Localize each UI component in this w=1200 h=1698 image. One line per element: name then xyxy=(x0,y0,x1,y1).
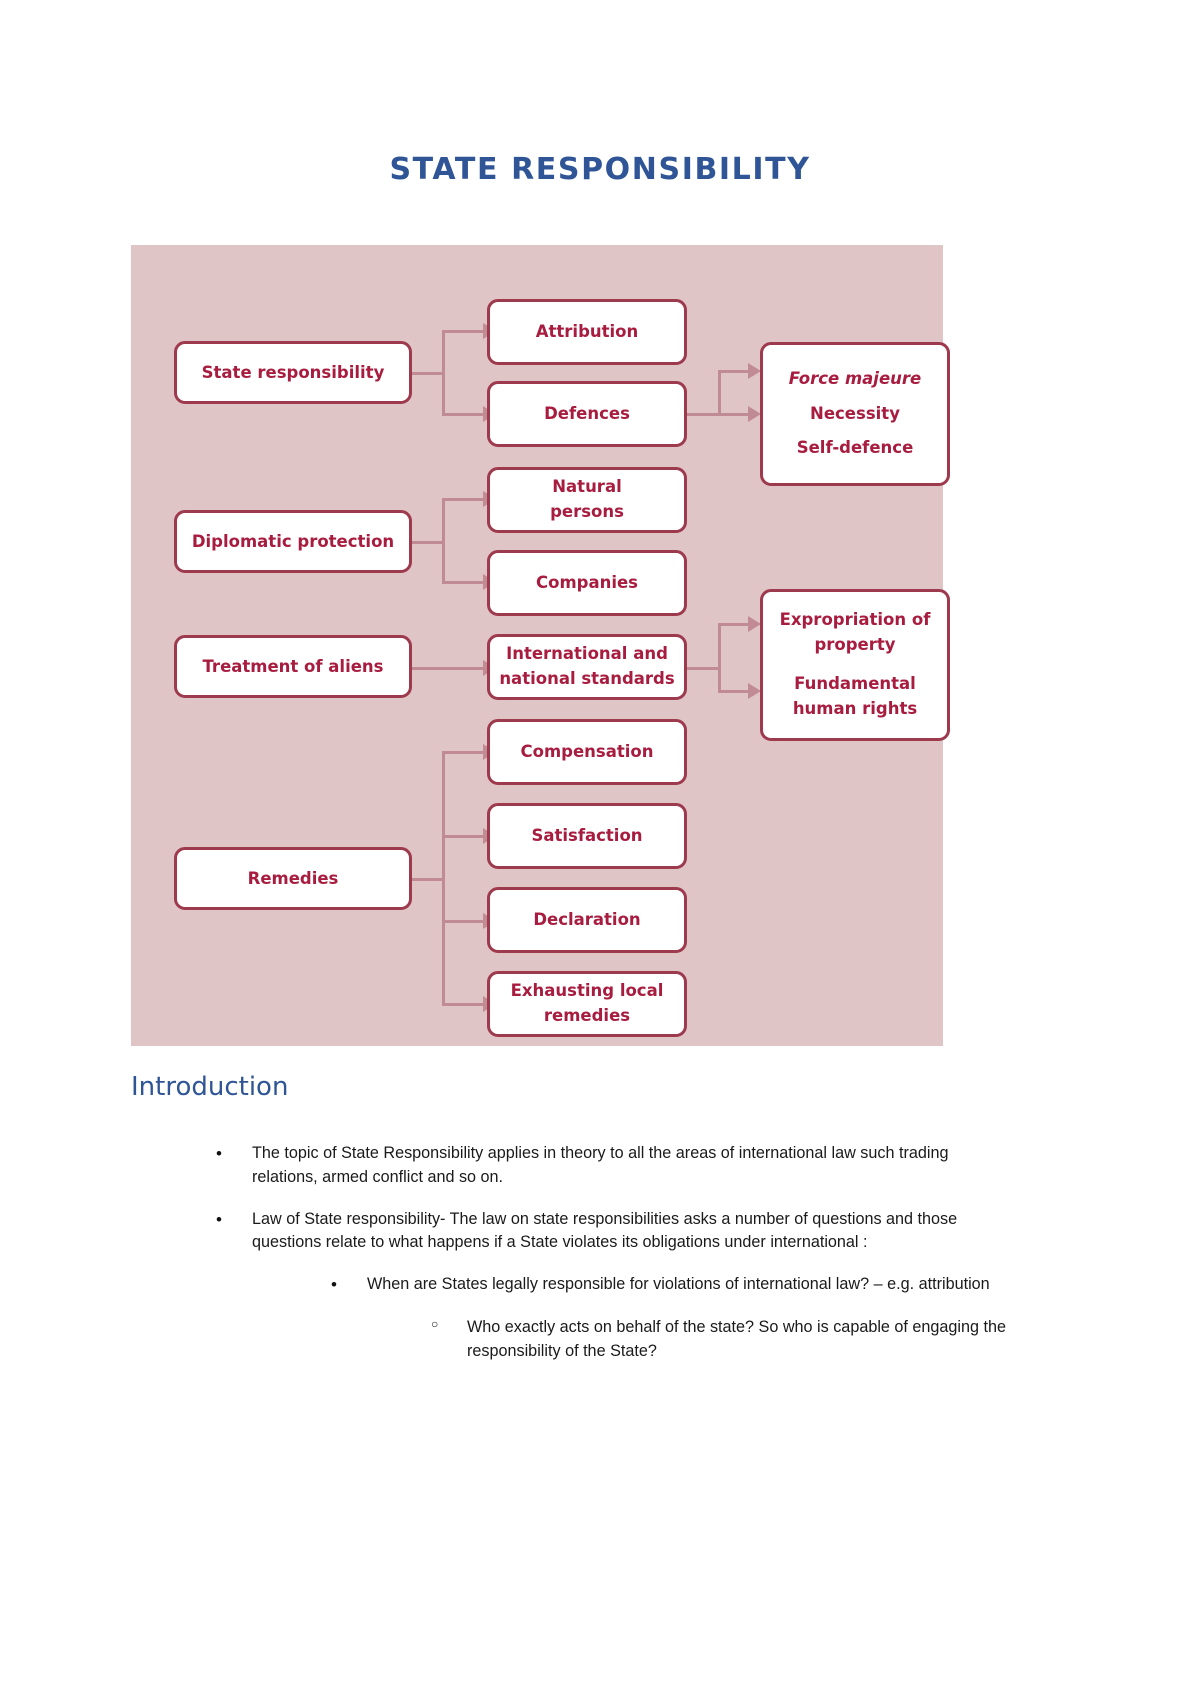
node-label-line-2: national standards xyxy=(499,669,675,688)
list-item-text: When are States legally responsible for … xyxy=(367,1275,990,1294)
arrowhead-forcemajeure-top xyxy=(748,363,761,379)
connector-remedies-vertical xyxy=(442,751,445,1005)
node-label: Treatment of aliens xyxy=(202,656,384,676)
node-treatment-of-aliens[interactable]: Treatment of aliens xyxy=(174,635,412,698)
state-responsibility-diagram: State responsibility Diplomatic protecti… xyxy=(131,245,950,1046)
section-heading-introduction: Introduction xyxy=(131,1072,289,1102)
connector-remedies-declaration xyxy=(442,920,486,923)
list-item-text: The topic of State Responsibility applie… xyxy=(252,1144,949,1186)
list-item: • Law of State responsibility- The law o… xyxy=(131,1208,1091,1256)
node-label: Natural persons xyxy=(550,476,624,524)
arrowhead-forcemajeure-bottom xyxy=(748,406,761,422)
node-standards-detail[interactable]: Expropriation of property Fundamental hu… xyxy=(760,589,950,741)
node-label: Companies xyxy=(536,573,638,593)
node-label-self-defence: Self-defence xyxy=(796,438,914,458)
connector-standards-bottom xyxy=(718,690,751,693)
node-label: Attribution xyxy=(535,322,639,342)
connector-sr-vertical xyxy=(442,330,445,415)
node-label: Defences xyxy=(544,404,630,424)
node-natural-persons[interactable]: Natural persons xyxy=(487,467,687,533)
node-label-fundamental-1: Fundamental xyxy=(794,674,916,693)
node-remedies[interactable]: Remedies xyxy=(174,847,412,910)
list-item: • When are States legally responsible fo… xyxy=(131,1273,1091,1298)
node-label-force-majeure: Force majeure xyxy=(788,368,922,388)
bullet-icon: • xyxy=(216,1144,222,1163)
connector-defences-top xyxy=(718,370,751,373)
node-satisfaction[interactable]: Satisfaction xyxy=(487,803,687,869)
connector-dp-natural xyxy=(442,498,486,501)
node-exhausting-local-remedies[interactable]: Exhausting local remedies xyxy=(487,971,687,1037)
node-attribution[interactable]: Attribution xyxy=(487,299,687,365)
node-defences-detail[interactable]: Force majeure Necessity Self-defence xyxy=(760,342,950,486)
node-label-expropriation-1: Expropriation of xyxy=(779,610,931,630)
node-label-line-1: International and xyxy=(506,644,668,664)
node-label: Compensation xyxy=(520,742,654,762)
node-international-national-standards[interactable]: International and national standards xyxy=(487,634,687,700)
node-label-line-1: Exhausting local xyxy=(510,981,664,1001)
node-label: Satisfaction xyxy=(531,826,643,846)
connector-remedies-stub xyxy=(412,878,445,881)
page-title: STATE RESPONSIBILITY xyxy=(389,152,811,187)
bullet-icon: • xyxy=(216,1209,222,1229)
node-compensation[interactable]: Compensation xyxy=(487,719,687,785)
list-item-text: Who exactly acts on behalf of the state?… xyxy=(467,1318,1007,1361)
node-diplomatic-protection[interactable]: Diplomatic protection xyxy=(174,510,412,573)
node-label-line-1: Natural xyxy=(552,477,622,497)
connector-standards-top xyxy=(718,623,751,626)
node-label: Declaration xyxy=(533,910,641,930)
connector-sr-stub xyxy=(412,372,445,375)
node-companies[interactable]: Companies xyxy=(487,550,687,616)
connector-sr-defences xyxy=(442,413,486,416)
node-label-necessity: Necessity xyxy=(810,403,900,423)
connector-defences-bottom xyxy=(718,413,751,416)
list-item-text: Law of State responsibility- The law on … xyxy=(252,1209,958,1252)
node-label-fundamental-2: human rights xyxy=(792,698,918,718)
node-label-line-2: persons xyxy=(550,502,624,521)
connector-standards-stub xyxy=(687,667,721,670)
node-label-expropriation-2: property xyxy=(814,635,896,655)
introduction-body: • The topic of State Responsibility appl… xyxy=(131,1142,1091,1382)
node-label-line-2: remedies xyxy=(543,1006,631,1025)
connector-dp-companies xyxy=(442,581,486,584)
arrowhead-expropriation xyxy=(748,616,761,632)
connector-standards-vertical xyxy=(718,623,721,693)
node-declaration[interactable]: Declaration xyxy=(487,887,687,953)
connector-remedies-compensation xyxy=(442,751,486,754)
node-label: Remedies xyxy=(247,868,339,888)
bullet-icon: ○ xyxy=(431,1317,439,1332)
list-item: ○ Who exactly acts on behalf of the stat… xyxy=(131,1316,1091,1364)
node-label: State responsibility xyxy=(201,362,385,382)
connector-defences-stub xyxy=(687,413,721,416)
bullet-icon: • xyxy=(331,1275,337,1295)
node-defences[interactable]: Defences xyxy=(487,381,687,447)
connector-remedies-satisfaction xyxy=(442,835,486,838)
connector-remedies-exhausting xyxy=(442,1003,486,1006)
node-label: Diplomatic protection xyxy=(191,531,395,551)
arrowhead-fundamental-rights xyxy=(748,683,761,699)
connector-sr-attribution xyxy=(442,330,486,333)
list-item: • The topic of State Responsibility appl… xyxy=(131,1142,1091,1190)
connector-dp-stub xyxy=(412,541,445,544)
connector-ta-standards xyxy=(412,667,486,670)
connector-defences-vertical xyxy=(718,370,721,416)
node-state-responsibility[interactable]: State responsibility xyxy=(174,341,412,404)
connector-dp-vertical xyxy=(442,498,445,583)
node-label: Exhausting local remedies xyxy=(511,980,664,1028)
node-label: International and national standards xyxy=(499,643,674,691)
